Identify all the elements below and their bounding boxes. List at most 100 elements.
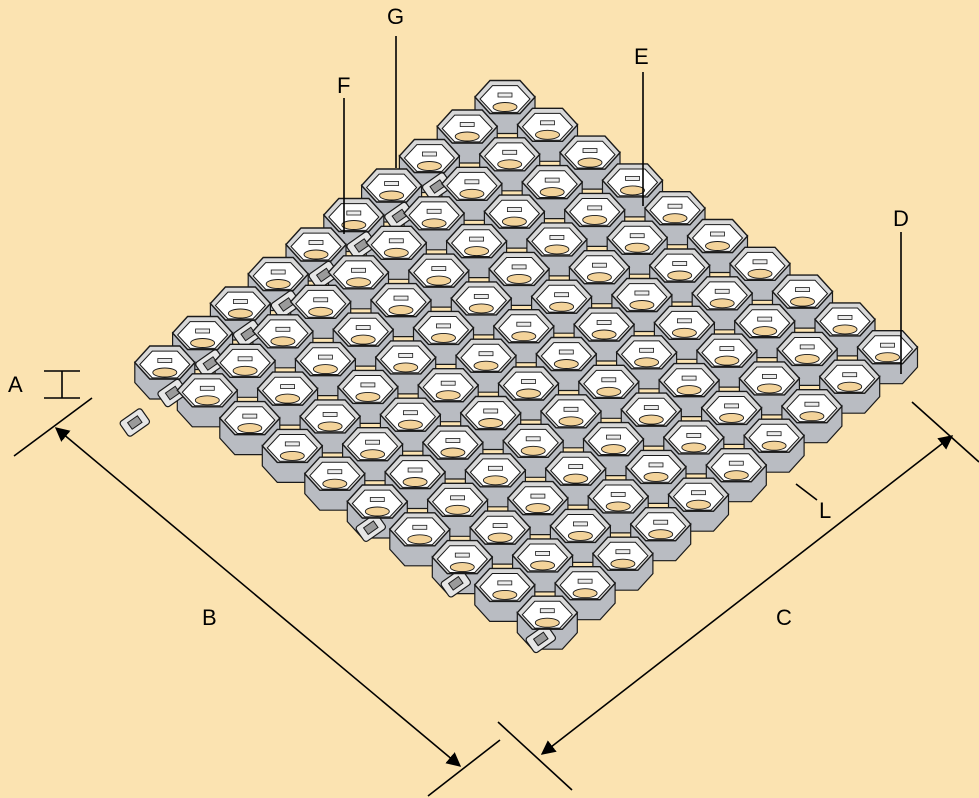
hex-cell bbox=[459, 395, 522, 431]
hex-cell bbox=[473, 567, 536, 603]
hex-cell bbox=[780, 389, 843, 424]
hex-cell-floor bbox=[497, 159, 523, 170]
hex-cell bbox=[856, 330, 919, 365]
hex-cell-rib bbox=[421, 151, 437, 157]
hex-cell-rib bbox=[384, 181, 400, 186]
hex-cell-opening bbox=[219, 348, 271, 377]
hex-cell-rib bbox=[407, 467, 423, 473]
hex-cell-opening bbox=[569, 198, 621, 226]
hex-cell bbox=[695, 333, 758, 368]
hex-cell-opening bbox=[408, 201, 460, 230]
hex-cell bbox=[412, 310, 475, 346]
hex-cell-rib bbox=[431, 266, 447, 272]
hex-cell-floor bbox=[709, 298, 735, 309]
hex-cell-floor bbox=[530, 560, 556, 571]
hex-cell-opening bbox=[214, 291, 267, 320]
hex-cell-rib bbox=[610, 491, 626, 497]
hex-cell-floor bbox=[492, 102, 518, 112]
hex-cell bbox=[133, 345, 196, 380]
hex-cell-floor bbox=[312, 364, 338, 375]
hex-cell-floor bbox=[723, 470, 749, 481]
hex-cell bbox=[176, 373, 239, 408]
hex-cell-floor bbox=[407, 534, 433, 545]
hex-cell-floor bbox=[567, 530, 593, 541]
hex-cell-floor bbox=[421, 218, 447, 229]
hex-cell-rib bbox=[511, 264, 527, 270]
hex-cell-floor bbox=[539, 187, 565, 198]
hex-cell-rib bbox=[573, 521, 588, 527]
hex-cell-floor bbox=[638, 414, 664, 425]
hex-cell-rib bbox=[497, 92, 513, 98]
hex-cell-rib bbox=[643, 405, 659, 411]
hex-cell bbox=[658, 362, 721, 398]
hex-cell bbox=[294, 341, 357, 377]
dimension-lines bbox=[13, 36, 979, 797]
hex-cell-opening bbox=[403, 144, 456, 172]
hex-cell bbox=[615, 335, 678, 370]
hex-cell-rib bbox=[535, 551, 550, 556]
hex-cell-rib bbox=[710, 231, 725, 237]
hex-cell-opening bbox=[526, 170, 578, 198]
hex-cell-opening bbox=[606, 168, 659, 197]
hex-cell bbox=[474, 79, 536, 115]
hex-cell-opening bbox=[176, 321, 229, 349]
hex-cell-opening bbox=[181, 378, 233, 407]
hex-cell-floor bbox=[364, 506, 390, 517]
hex-cell bbox=[322, 197, 385, 233]
hex-cell bbox=[336, 369, 399, 405]
hex-cell-rib bbox=[445, 438, 461, 443]
hex-cell-rib bbox=[587, 205, 603, 211]
hex-cell-floor bbox=[534, 617, 560, 628]
label-f: F bbox=[337, 73, 350, 98]
hex-cell bbox=[440, 166, 503, 202]
hex-cell-floor bbox=[360, 449, 386, 460]
hex-cell-rib bbox=[270, 269, 286, 275]
hex-cell bbox=[700, 390, 763, 426]
hex-cell-opening bbox=[488, 199, 541, 228]
hex-cell-floor bbox=[516, 388, 541, 399]
hex-cell-rib bbox=[502, 149, 518, 155]
hex-cell-rib bbox=[795, 287, 810, 293]
hex-cell-floor bbox=[605, 501, 631, 512]
hex-cell-rib bbox=[724, 403, 739, 409]
hex-cell-opening bbox=[484, 142, 536, 171]
hex-cell bbox=[516, 107, 579, 143]
hex-cell-rib bbox=[752, 259, 768, 265]
hex-cell-opening bbox=[620, 340, 673, 369]
hex-cell-floor bbox=[501, 216, 527, 227]
hex-cell-floor bbox=[308, 306, 334, 317]
hex-cell-opening bbox=[521, 112, 574, 141]
hex-cell-floor bbox=[464, 246, 490, 257]
hex-cell-floor bbox=[435, 390, 461, 401]
hex-cell-floor bbox=[794, 353, 820, 364]
hex-cell-rib bbox=[459, 122, 475, 127]
hex-cell bbox=[776, 331, 839, 367]
hex-cell-floor bbox=[270, 336, 296, 347]
hex-cell-floor bbox=[275, 393, 301, 404]
hex-cell-rib bbox=[497, 580, 513, 586]
hex-cell-rib bbox=[506, 207, 522, 213]
hex-cell-opening bbox=[663, 368, 715, 396]
hex-cell-floor bbox=[279, 450, 305, 461]
hex-cell-floor bbox=[634, 357, 660, 368]
leader-l bbox=[795, 483, 818, 501]
hex-cell-floor bbox=[194, 395, 220, 406]
dimension-c-extension-start bbox=[911, 401, 979, 463]
hex-cell-floor bbox=[832, 324, 858, 335]
hex-cell-floor bbox=[747, 268, 773, 279]
label-g: G bbox=[387, 4, 404, 29]
hex-cell bbox=[370, 282, 432, 318]
hex-cell-floor bbox=[232, 365, 258, 376]
hex-cell-opening bbox=[739, 309, 791, 337]
hex-cell-opening bbox=[261, 376, 314, 405]
hex-cell-opening bbox=[861, 335, 914, 364]
hex-cell-floor bbox=[350, 334, 376, 345]
hex-cell-floor bbox=[752, 326, 778, 337]
hex-cell-rib bbox=[360, 382, 376, 388]
hex-cell-floor bbox=[525, 503, 551, 514]
hex-cell-rib bbox=[667, 203, 683, 209]
hex-cell bbox=[729, 246, 791, 281]
hex-cell bbox=[540, 394, 602, 429]
hex-cell-floor bbox=[520, 445, 546, 456]
hex-cell-opening bbox=[290, 232, 342, 261]
